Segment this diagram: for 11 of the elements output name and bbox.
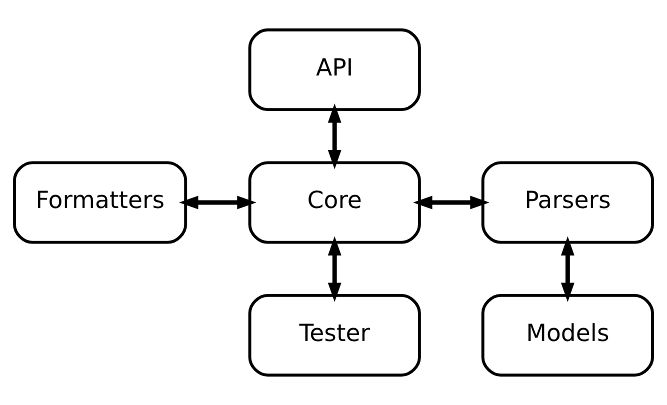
node-box: Models — [481, 294, 654, 377]
arrow — [328, 236, 342, 302]
arrow — [413, 196, 490, 210]
node-box: Parsers — [481, 161, 654, 244]
node-box: Formatters — [13, 161, 188, 244]
node-box: Core — [248, 161, 421, 244]
arrow — [328, 103, 342, 170]
arrow — [560, 236, 574, 302]
node-box: API — [248, 28, 421, 112]
node-box: Tester — [248, 294, 421, 377]
arrow — [179, 196, 256, 210]
